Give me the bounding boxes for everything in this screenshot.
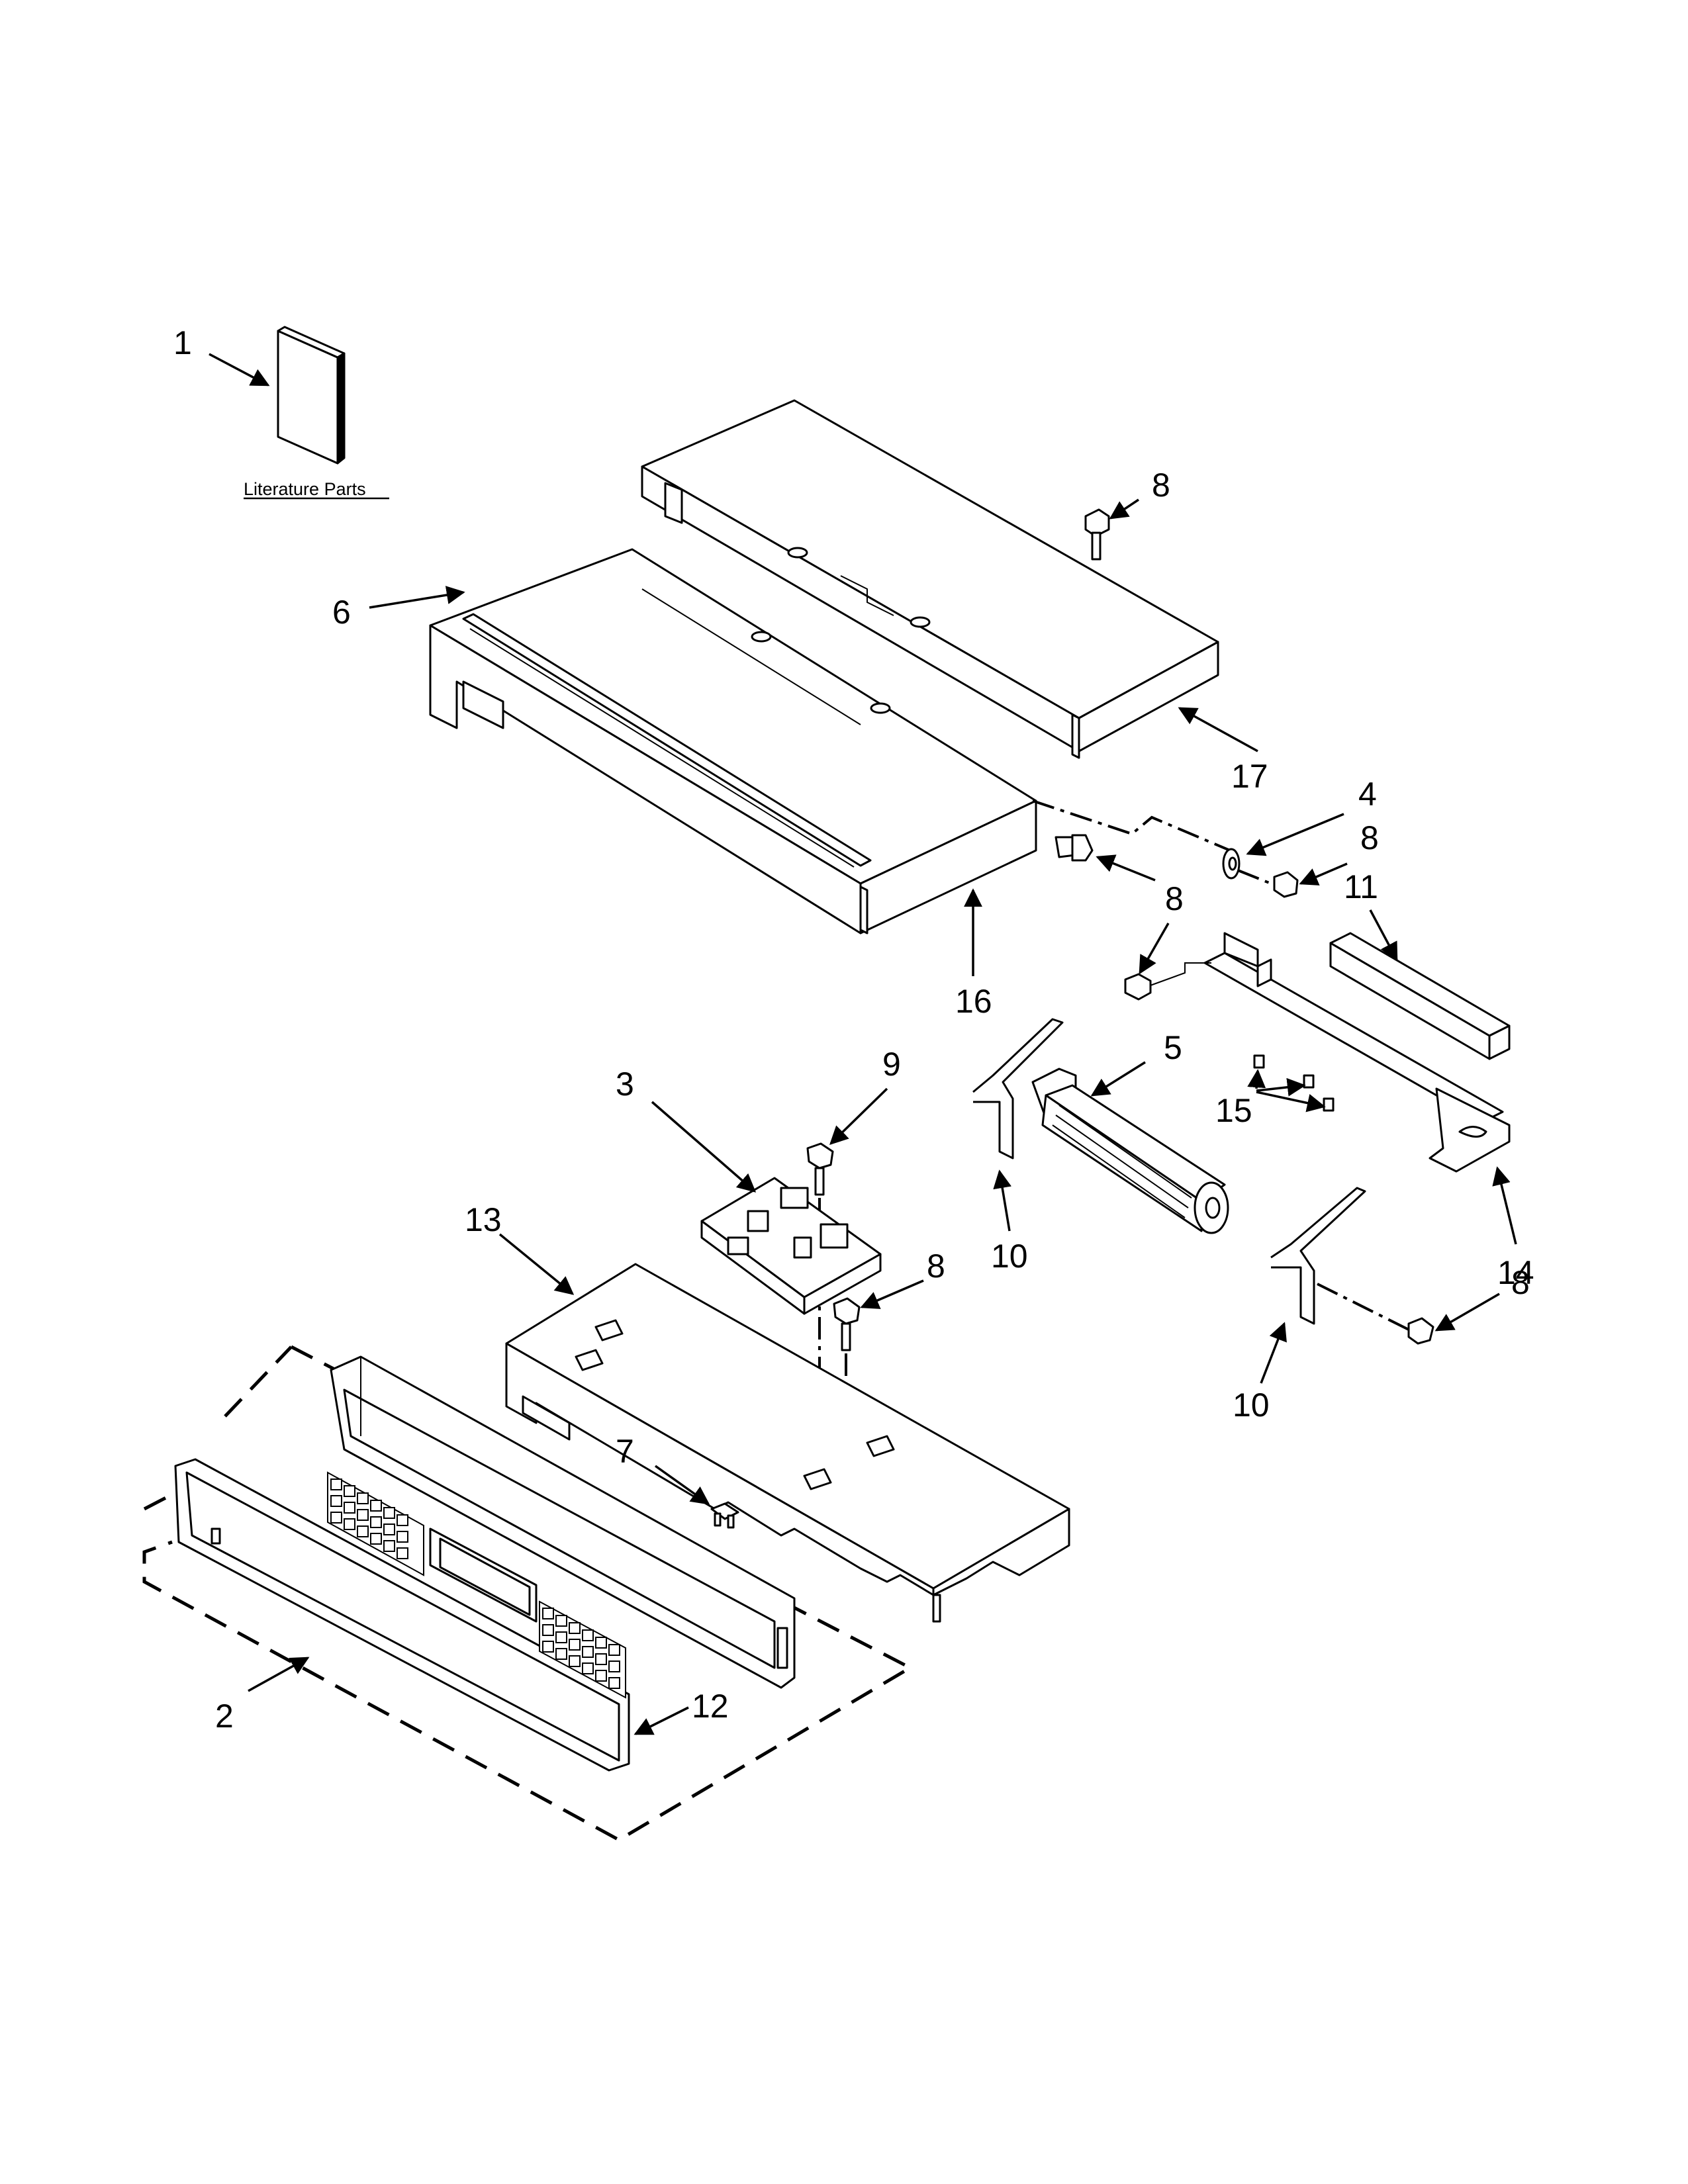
callout-7: 7 — [616, 1433, 634, 1470]
display-window — [429, 1527, 538, 1623]
callout-16: 16 — [955, 983, 992, 1020]
literature-booklet — [209, 326, 346, 465]
wire-clips — [1247, 1054, 1335, 1113]
screw-bracket — [1124, 923, 1211, 1001]
main-top-panel — [429, 548, 1037, 976]
callout-9: 9 — [882, 1046, 901, 1083]
callout-5: 5 — [1164, 1029, 1182, 1066]
callout-15: 15 — [1215, 1092, 1252, 1129]
mounting-bracket — [1203, 932, 1517, 1245]
control-front-panel — [174, 1458, 630, 1772]
control-panel-frame — [330, 1355, 796, 1689]
callout-6: 6 — [332, 594, 351, 631]
control-screw — [806, 1087, 888, 1196]
callout-10-left: 10 — [991, 1238, 1028, 1275]
fan-bracket-right — [1260, 1187, 1366, 1384]
keypad-left — [327, 1471, 424, 1576]
screw-right — [1407, 1293, 1500, 1345]
top-panel-rear — [641, 399, 1258, 759]
callout-3: 3 — [616, 1066, 634, 1103]
literature-parts-caption: Literature Parts — [244, 479, 366, 499]
callout-10-right: 10 — [1233, 1387, 1270, 1424]
board-screw — [833, 1279, 924, 1351]
callout-8-washer: 8 — [1360, 819, 1379, 856]
callout-17: 17 — [1231, 758, 1268, 795]
callout-8-panel: 8 — [1165, 880, 1184, 917]
control-mounting-plate — [498, 1233, 1070, 1623]
control-board — [651, 1101, 882, 1315]
callout-1: 1 — [173, 324, 192, 361]
callout-13: 13 — [465, 1201, 502, 1238]
fan-bracket-left — [972, 1018, 1064, 1232]
callout-14: 14 — [1497, 1254, 1534, 1291]
screw-top — [1084, 498, 1139, 561]
assembly-outline — [142, 1345, 914, 1842]
small-connector — [654, 1465, 739, 1529]
callout-8-top: 8 — [1152, 467, 1170, 504]
callout-8-board: 8 — [927, 1248, 945, 1285]
insulation-strip — [1329, 909, 1511, 1060]
screw-16 — [1055, 834, 1156, 882]
cooling-fan — [1031, 1061, 1229, 1234]
callout-2: 2 — [215, 1698, 234, 1735]
callout-8-right: 8 — [1511, 1264, 1530, 1301]
callout-12: 12 — [692, 1688, 729, 1725]
callout-4: 4 — [1358, 776, 1377, 813]
screw-washer — [1237, 862, 1348, 898]
washer — [1222, 813, 1344, 880]
callout-11: 11 — [1344, 868, 1378, 905]
keypad-right — [539, 1600, 626, 1699]
